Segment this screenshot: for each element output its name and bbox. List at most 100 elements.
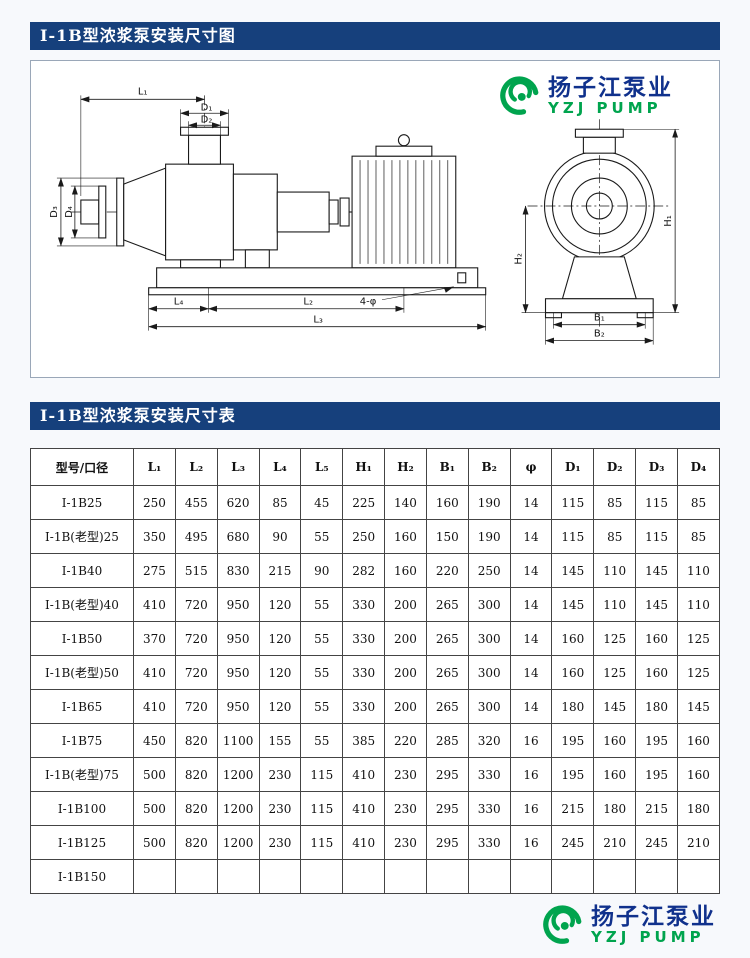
dimension-cell: 16 [509, 825, 553, 861]
dimension-cell: 250 [342, 519, 386, 555]
dimension-cell: 195 [551, 723, 595, 759]
dimension-cell: 220 [425, 553, 469, 589]
dimension-cell: 210 [676, 825, 721, 861]
dim-label-d4: D₄ [64, 206, 75, 218]
model-cell: I-1B75 [30, 723, 134, 759]
dim-label-bolt-hole: 4-φ [360, 297, 377, 308]
dimension-cell: 125 [593, 621, 637, 657]
dimension-cell: 160 [384, 519, 427, 555]
dimension-cell: 410 [342, 757, 386, 793]
dimension-cell [676, 859, 721, 895]
dimension-cell: 495 [174, 519, 218, 555]
brand-name-cn: 扬子江泵业 [591, 902, 716, 930]
swirl-logo-icon [500, 76, 539, 116]
column-header-dimension: L₃ [216, 448, 260, 487]
model-cell: I-1B125 [30, 825, 134, 861]
dimension-cell: 950 [216, 689, 260, 725]
dimension-cell: 160 [593, 723, 637, 759]
dimension-cell [216, 859, 260, 895]
dimension-cell: 295 [425, 757, 469, 793]
dimension-cell [133, 859, 176, 895]
dimension-cell: 245 [635, 825, 678, 861]
dimension-cell: 225 [342, 485, 386, 521]
dimension-cell: 55 [300, 723, 344, 759]
swirl-logo-icon [543, 905, 582, 945]
dimension-cell: 330 [342, 621, 386, 657]
column-header-dimension: H₁ [342, 448, 386, 487]
dim-label-d2: D₂ [201, 114, 213, 125]
model-cell: I-1B65 [30, 689, 134, 725]
dimension-cell: 14 [509, 519, 553, 555]
dimension-cell: 680 [216, 519, 260, 555]
dimension-cell: 115 [300, 757, 344, 793]
brand-logo-text: 扬子江泵业 YZJ PUMP [548, 75, 673, 117]
dimension-cell: 14 [509, 655, 553, 691]
dimension-cell: 110 [593, 553, 637, 589]
brand-logo-text: 扬子江泵业 YZJ PUMP [591, 902, 716, 946]
column-header-dimension: D₁ [551, 448, 595, 487]
dimension-cell: 200 [384, 689, 427, 725]
dimension-cell: 320 [467, 723, 511, 759]
dimension-cell: 14 [509, 689, 553, 725]
column-header-model: 型号/口径 [30, 448, 134, 487]
dimension-cell: 330 [342, 587, 386, 623]
dimension-cell: 14 [509, 621, 553, 657]
column-header-dimension: L₄ [258, 448, 302, 487]
dimension-cell: 55 [300, 689, 344, 725]
dimension-cell: 410 [133, 689, 176, 725]
model-cell: I-1B(老型)40 [30, 587, 134, 623]
column-header-dimension: D₄ [676, 448, 721, 487]
dimension-cell [258, 859, 302, 895]
column-header-dimension: L₁ [133, 448, 176, 487]
model-cell: I-1B(老型)75 [30, 757, 134, 793]
dimension-cell: 230 [258, 791, 302, 827]
dimension-cell: 85 [593, 519, 637, 555]
dimension-cell: 180 [635, 689, 678, 725]
dimension-cell: 1100 [216, 723, 260, 759]
column-header-dimension: D₂ [593, 448, 637, 487]
dimension-cell: 45 [300, 485, 344, 521]
dimension-cell: 160 [593, 757, 637, 793]
dimension-cell: 230 [258, 757, 302, 793]
dimension-cell: 120 [258, 655, 302, 691]
dim-label-h1: H₁ [663, 215, 674, 227]
dimension-cell: 820 [174, 791, 218, 827]
model-cell: I-1B150 [30, 859, 134, 895]
dimension-cell: 115 [300, 791, 344, 827]
brand-logo-footer: 扬子江泵业 YZJ PUMP [542, 904, 716, 946]
dimension-cell: 180 [593, 791, 637, 827]
dimension-cell: 160 [425, 485, 469, 521]
dimension-cell: 125 [593, 655, 637, 691]
dimension-cell: 200 [384, 587, 427, 623]
dimension-cell: 180 [551, 689, 595, 725]
dimension-cell: 820 [174, 757, 218, 793]
dimension-cell: 140 [384, 485, 427, 521]
dim-label-l4: L₄ [174, 297, 184, 308]
table-section-header: I-1B型浓浆泵安装尺寸表 [30, 402, 720, 431]
dimension-cell: 230 [384, 825, 427, 861]
dim-label-b2: B₂ [594, 329, 605, 340]
dimension-cell: 145 [635, 587, 678, 623]
dimension-cell [174, 859, 218, 895]
dimension-cell: 720 [174, 621, 218, 657]
dimension-cell: 115 [551, 519, 595, 555]
dimension-cell: 820 [174, 825, 218, 861]
dimension-cell: 410 [342, 825, 386, 861]
dimension-cell: 330 [467, 757, 511, 793]
column-header-dimension: L₂ [174, 448, 218, 487]
dimension-cell: 55 [300, 519, 344, 555]
dimension-cell: 160 [676, 757, 721, 793]
brand-logo: 扬子江泵业 YZJ PUMP [499, 75, 673, 117]
column-header-dimension: B₂ [467, 448, 511, 487]
motor [351, 134, 457, 269]
column-header-dimension: φ [509, 448, 553, 487]
dimension-cell: 215 [551, 791, 595, 827]
dimension-cell: 55 [300, 621, 344, 657]
dimension-cell: 245 [551, 825, 595, 861]
model-cell: I-1B25 [30, 485, 134, 521]
